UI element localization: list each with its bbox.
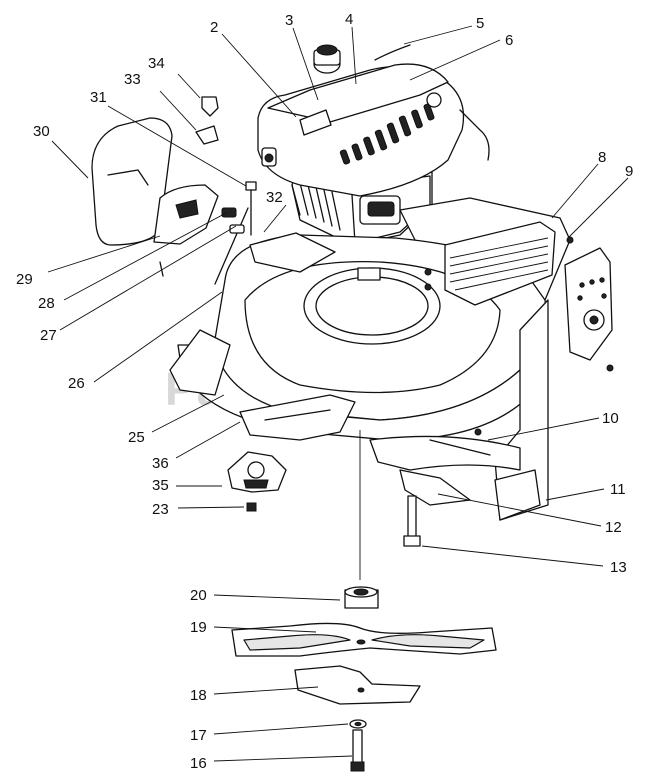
callout-13: 13 xyxy=(610,559,627,576)
callout-35: 35 xyxy=(152,477,169,494)
callout-9: 9 xyxy=(625,163,633,180)
mower-deck xyxy=(169,197,614,521)
callout-8: 8 xyxy=(598,149,606,166)
callout-25: 25 xyxy=(128,429,145,446)
blade-assembly xyxy=(231,430,497,772)
callout-34: 34 xyxy=(148,55,165,72)
callout-19: 19 xyxy=(190,619,207,636)
engine xyxy=(257,44,490,246)
callout-4: 4 xyxy=(345,11,353,28)
callout-5: 5 xyxy=(476,15,484,32)
callout-11: 11 xyxy=(610,481,626,498)
callout-12: 12 xyxy=(605,519,622,536)
callout-30: 30 xyxy=(33,123,50,140)
callout-2: 2 xyxy=(210,19,218,36)
callout-16: 16 xyxy=(190,755,207,772)
callout-6: 6 xyxy=(505,32,513,49)
left-small-parts xyxy=(91,96,287,512)
callout-10: 10 xyxy=(602,410,619,427)
callout-32: 32 xyxy=(266,189,283,206)
callout-20: 20 xyxy=(190,587,207,604)
callout-31: 31 xyxy=(90,89,107,106)
callout-29: 29 xyxy=(16,271,33,288)
callout-33: 33 xyxy=(124,71,141,88)
callout-17: 17 xyxy=(190,727,207,744)
callout-18: 18 xyxy=(190,687,207,704)
callout-27: 27 xyxy=(40,327,57,344)
leader-lines xyxy=(47,25,629,762)
callout-26: 26 xyxy=(68,375,85,392)
callout-labels: 2 3 4 5 6 8 9 10 11 12 13 16 17 18 19 20… xyxy=(16,11,633,772)
callout-36: 36 xyxy=(152,455,169,472)
callout-23: 23 xyxy=(152,501,169,518)
callout-3: 3 xyxy=(285,12,293,29)
callout-28: 28 xyxy=(38,295,55,312)
discharge-chute xyxy=(369,435,541,547)
